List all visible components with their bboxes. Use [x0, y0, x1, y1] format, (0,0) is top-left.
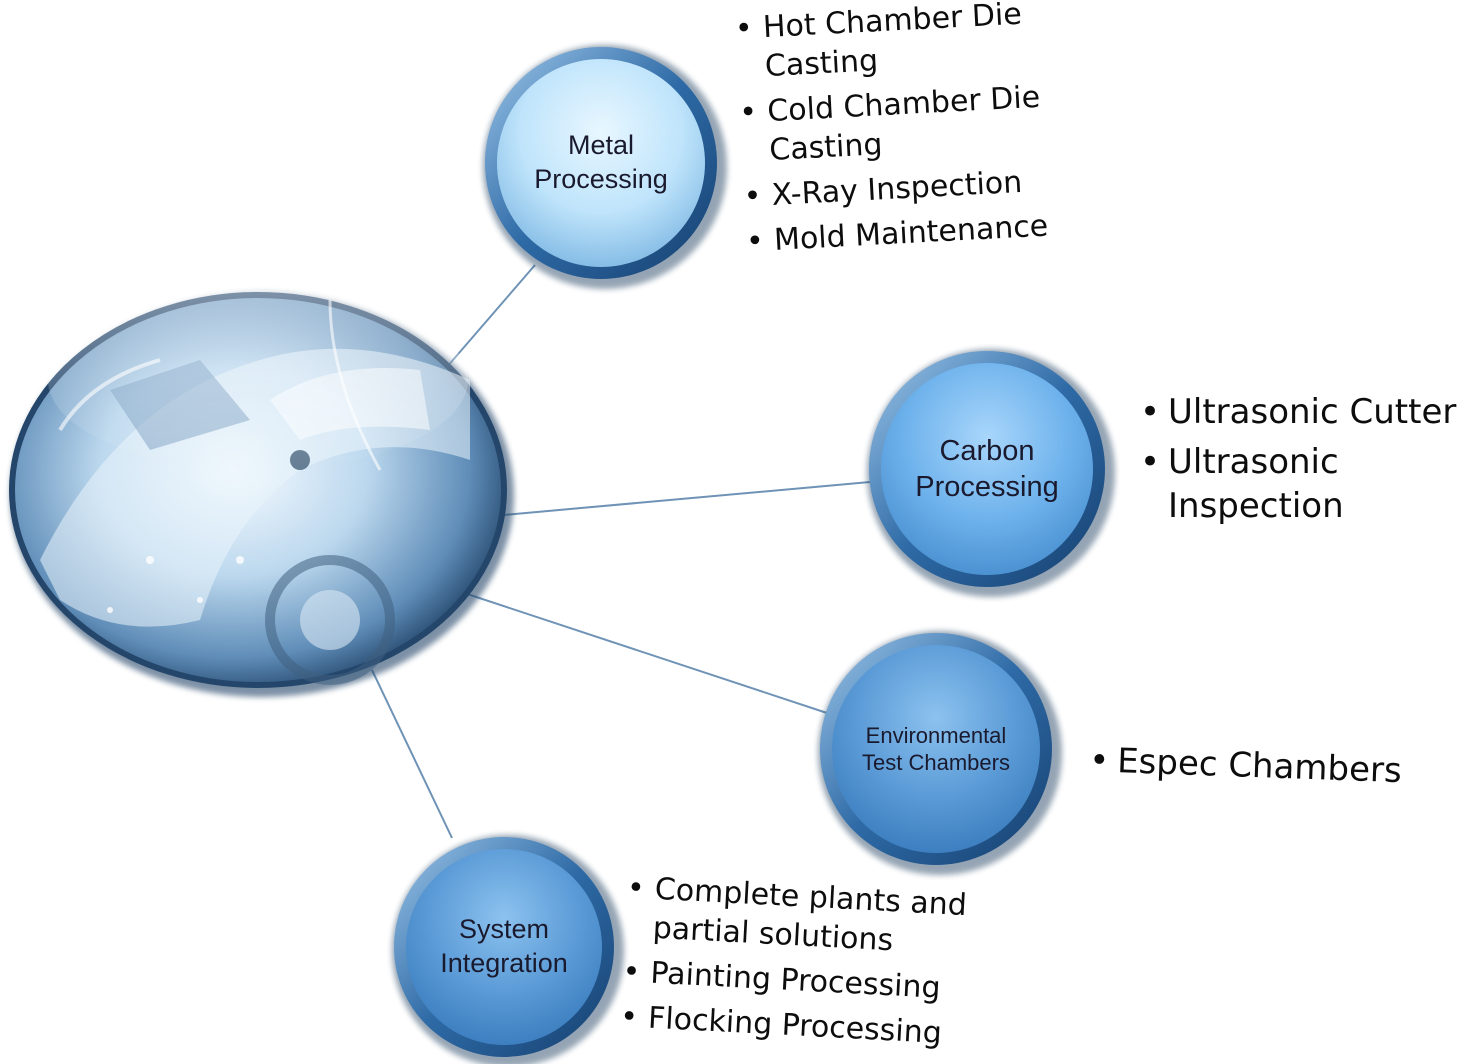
list-item: Cold Chamber Die Casting — [732, 77, 1066, 172]
list-item: Ultrasonic Inspection — [1134, 440, 1464, 528]
bullet-list-system: Complete plants and partial solutions Pa… — [613, 868, 982, 1061]
list-item-text: Ultrasonic Inspection — [1168, 442, 1344, 527]
bullet-list-carbon: Ultrasonic Cutter Ultrasonic Inspection — [1134, 390, 1464, 535]
node-carbon: Carbon Processing — [881, 363, 1093, 575]
node-circle-environmental — [818, 631, 1062, 875]
list-item-text: Espec Chambers — [1116, 741, 1403, 792]
node-label-carbon: Carbon Processing — [915, 434, 1059, 503]
car-photo-icon — [9, 290, 514, 697]
list-item-text: Ultrasonic Cutter — [1168, 392, 1457, 432]
list-item-text: Painting Processing — [649, 955, 942, 1006]
bullet-list-metal: Hot Chamber Die Casting Cold Chamber Die… — [728, 0, 1071, 268]
list-item-text: Complete plants and partial solutions — [651, 871, 968, 959]
node-system: System Integration — [406, 849, 602, 1045]
node-metal: Metal Processing — [497, 59, 705, 267]
node-circle-system — [392, 835, 624, 1064]
node-environmental: Environmental Test Chambers — [832, 645, 1040, 853]
list-item-text: X-Ray Inspection — [770, 164, 1024, 213]
connector-carbon — [469, 481, 871, 519]
list-item: Ultrasonic Cutter — [1134, 390, 1464, 434]
node-label-metal: Metal Processing — [534, 130, 668, 194]
list-item-text: Hot Chamber Die Casting — [762, 0, 1023, 85]
connector-system — [371, 669, 453, 839]
connector-environmental — [439, 584, 831, 715]
list-item-text: Mold Maintenance — [773, 208, 1050, 258]
list-item-text: Flocking Processing — [647, 1000, 943, 1051]
node-label-system: System Integration — [440, 914, 568, 978]
node-label-environmental: Environmental Test Chambers — [862, 722, 1010, 776]
node-circle-metal — [483, 45, 727, 289]
node-circle-carbon — [867, 349, 1115, 597]
list-item-text: Cold Chamber Die Casting — [766, 79, 1041, 169]
list-item: Hot Chamber Die Casting — [728, 0, 1062, 88]
